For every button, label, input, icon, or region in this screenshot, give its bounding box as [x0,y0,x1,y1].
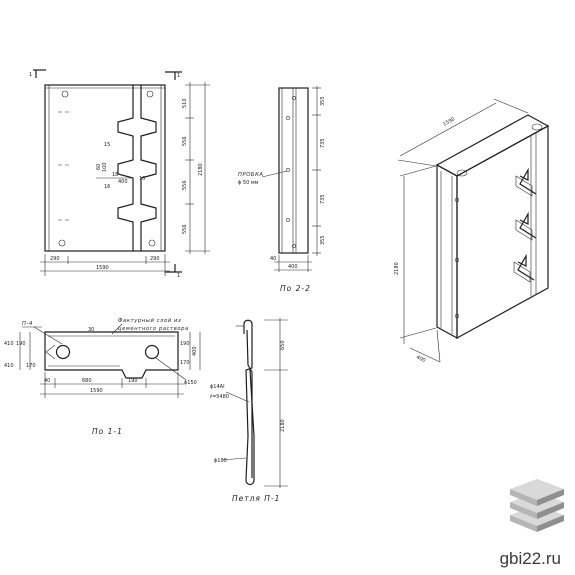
section-dim: 410 [4,363,14,369]
section-dim: 30 [88,327,94,333]
plug-label: ПРОБКА [238,172,264,178]
dim-left-offset: 290 [50,256,60,262]
iso-thickness: 400 [415,354,426,364]
section-hole-dia: ϕ150 [184,380,197,386]
section-dim: 170 [180,360,190,366]
lifting-hole [61,90,69,98]
site-name: gbi22.ru [499,549,561,568]
iso-length: 1590 [442,116,456,127]
loop-dim: 650 [280,340,286,350]
section-hole [55,344,71,360]
loop-bar-length: ℓ=5480 [209,394,229,400]
slot-with-nests [117,85,134,251]
iso-side-face [456,124,549,340]
section-dim: 680 [82,378,92,384]
iso-height: 2180 [394,262,400,275]
section-view: П-4 Фактурный слой из цементного раствор… [4,318,201,436]
lifting-hole [146,90,154,98]
side-dim-bottom: 40 [270,256,276,262]
section-mark: 1 [177,73,180,79]
dim-seg: 556 [182,224,188,234]
loop-detail: 650 2180 ϕ14АI ℓ=5480 ϕ100 Петля П-1 [209,318,288,503]
dim-seg: 556 [182,136,188,146]
side-dim: 355 [320,96,326,106]
lifting-hole [58,239,66,247]
iso-hole [456,169,468,177]
section-caption: По 1-1 [92,427,123,436]
nest-label: 10 [139,176,145,182]
section-note: Фактурный слой из [118,318,181,324]
section-dim: 170 [26,363,36,369]
loop-caption: Петля П-1 [232,494,280,503]
dim-seg: 510 [182,98,188,108]
nest-label: 100 [102,162,108,172]
lifting-hole [148,239,156,247]
section-note: цементного раствора [118,326,189,332]
loop-pin-dia: ϕ100 [214,458,227,464]
section-dim: 190 [180,341,190,347]
iso-end-face [436,163,458,340]
section-dim: 40 [44,378,50,384]
section-dim: 190 [128,378,138,384]
section-mark: 1 [177,273,180,279]
section-dim: 190 [16,341,26,347]
side-dim: 735 [320,138,326,148]
side-dim: 355 [320,235,326,245]
nest-label: 15 [104,142,110,148]
section-hole [144,344,160,360]
dim-width: 1590 [96,265,109,271]
side-dim-width: 400 [288,264,298,270]
loop-bar [243,319,255,486]
loop-bar-spec: ϕ14АI [210,384,225,390]
iso-hole [531,123,543,131]
section-tag: П-4 [22,321,33,327]
front-panel-outline [44,84,166,252]
side-panel-outline [278,87,309,254]
nest-label: 16 [104,184,110,190]
plug-hole [286,168,290,172]
side-caption: По 2-2 [280,284,311,293]
section-outline [44,331,179,379]
logo-icon [510,479,564,532]
nest-label: 400 [118,179,128,185]
plug-diameter: ϕ 50 мм [238,180,259,186]
front-view: 60 100 18 400 10 15 16 1 1 1 290 290 159… [29,69,210,279]
dim-seg: 556 [182,180,188,190]
iso-nests [517,167,537,281]
dim-right-offset: 290 [150,256,160,262]
dim-height: 2180 [198,163,204,176]
isometric-view: 1590 2180 400 [394,98,550,364]
side-dim: 735 [320,194,326,204]
nest-label: 60 [96,164,102,170]
section-mark: 1 [29,72,32,78]
loop-dim: 2180 [280,419,286,432]
section-dim: 400 [192,346,198,356]
side-view: ПРОБКА ϕ 50 мм 355 735 735 355 40 400 По… [238,86,326,293]
nest-label: 18 [112,172,118,178]
section-dim-total: 1590 [90,388,103,394]
section-dim: 410 [4,341,14,347]
iso-top-face [435,114,550,177]
